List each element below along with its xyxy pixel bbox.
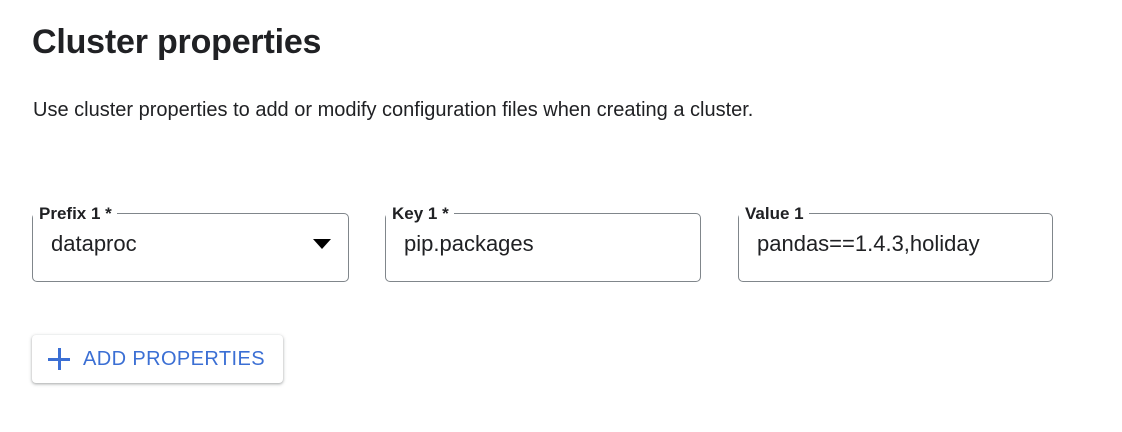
key-field-label: Key 1 * [392,204,449,223]
prefix-select-value: dataproc [51,230,137,256]
key-input-value: pip.packages [404,230,534,256]
prefix-field-outline: Prefix 1 * [32,205,349,282]
prefix-field[interactable]: Prefix 1 * dataproc [32,196,349,282]
value-field-outline: Value 1 [738,205,1053,282]
prefix-field-label: Prefix 1 * [39,204,112,223]
key-input[interactable]: pip.packages [385,205,701,282]
key-field-outline: Key 1 * [385,205,701,282]
plus-icon [48,348,70,370]
add-properties-button-label: ADD PROPERTIES [83,348,265,370]
key-field[interactable]: Key 1 * pip.packages [385,196,701,282]
page-description: Use cluster properties to add or modify … [33,99,754,121]
add-properties-button[interactable]: ADD PROPERTIES [32,335,283,383]
prefix-select[interactable]: dataproc [32,205,349,282]
chevron-down-icon[interactable] [313,238,331,249]
value-field-label: Value 1 [745,204,804,223]
value-input-value: pandas==1.4.3,holiday [757,230,980,256]
value-input[interactable]: pandas==1.4.3,holiday [738,205,1053,282]
value-field[interactable]: Value 1 pandas==1.4.3,holiday [738,196,1053,282]
page-title: Cluster properties [32,23,322,61]
